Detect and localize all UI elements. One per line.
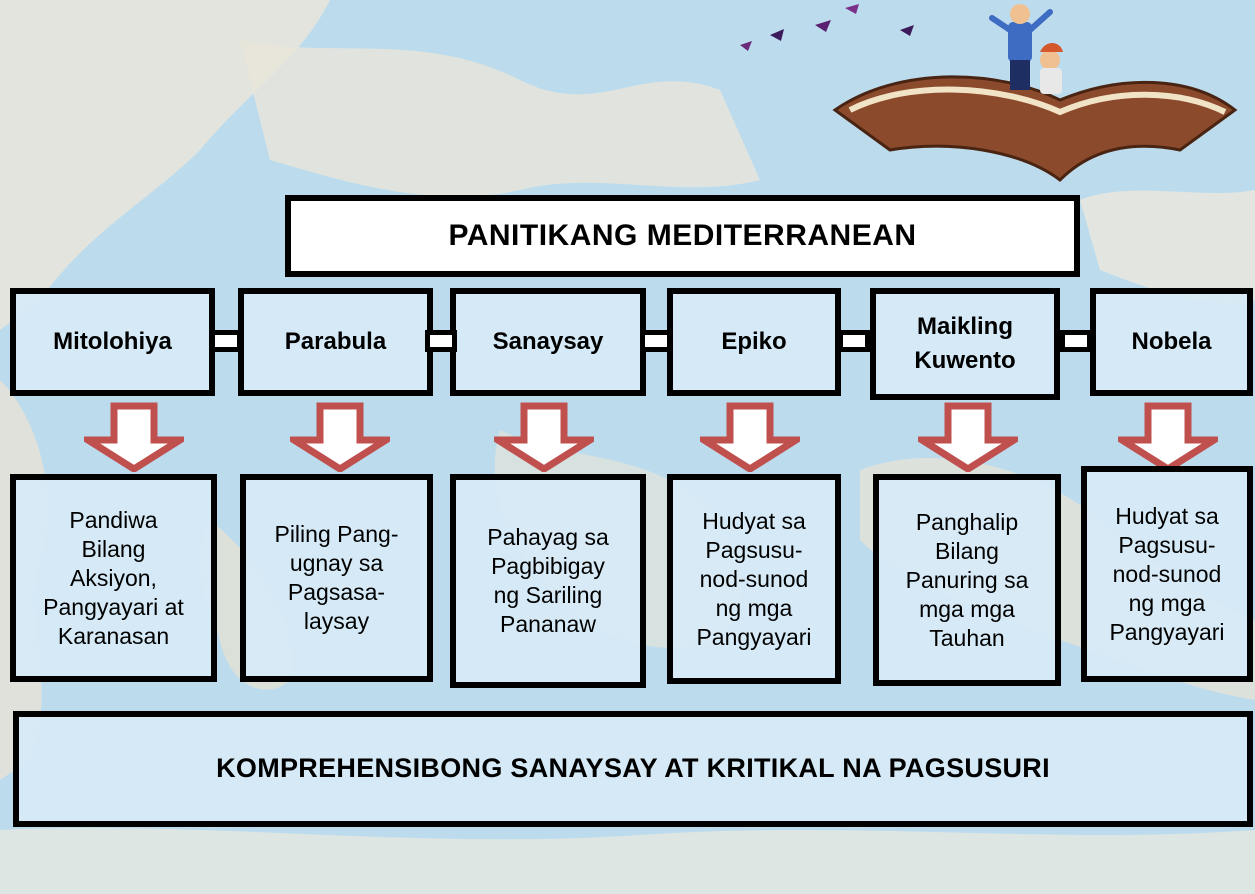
detail-line: Pangyayari at bbox=[43, 593, 184, 620]
down-arrow-icon bbox=[84, 402, 184, 472]
connector-1 bbox=[210, 330, 242, 352]
down-arrow-icon bbox=[918, 402, 1018, 472]
detail-line: Pahayag sa bbox=[487, 524, 609, 550]
flying-book-illustration bbox=[740, 4, 1238, 182]
detail-box-mitolohiya: Pandiwa Bilang Aksiyon, Pangyayari at Ka… bbox=[10, 474, 217, 682]
detail-line: laysay bbox=[303, 608, 370, 634]
category-box-nobela: Nobela bbox=[1090, 288, 1253, 396]
connector-3 bbox=[640, 330, 672, 352]
detail-line: Pangyayari bbox=[696, 623, 812, 650]
detail-text: Hudyat sa Pagsusu- nod-sunod ng mga Pang… bbox=[692, 507, 815, 652]
connector-4 bbox=[838, 330, 870, 352]
category-box-mitolohiya: Mitolohiya bbox=[10, 288, 215, 396]
summary-box: KOMPREHENSIBONG SANAYSAY AT KRITIKAL NA … bbox=[13, 711, 1253, 827]
detail-line: nod-sunod bbox=[1112, 560, 1222, 587]
detail-line: Panuring sa bbox=[905, 566, 1029, 593]
down-arrow-icon bbox=[494, 402, 594, 472]
detail-line: ng Sariling bbox=[493, 582, 603, 608]
detail-line: ng mga bbox=[715, 594, 793, 621]
category-label: Epiko bbox=[721, 328, 787, 355]
detail-line: ng mga bbox=[1128, 589, 1206, 616]
connector-2 bbox=[425, 330, 457, 352]
detail-line: Bilang bbox=[935, 537, 999, 564]
detail-text: Pahayag sa Pagbibigay ng Sariling Panana… bbox=[483, 523, 612, 639]
category-label: Parabula bbox=[284, 328, 387, 355]
down-arrow-icon bbox=[290, 402, 390, 472]
detail-line: Pangyayari bbox=[1109, 618, 1225, 645]
category-label: Maikling Kuwento bbox=[914, 313, 1016, 374]
down-arrow-icon bbox=[700, 402, 800, 472]
category-box-sanaysay: Sanaysay bbox=[450, 288, 646, 396]
detail-line: nod-sunod bbox=[699, 565, 809, 592]
detail-line: Aksiyon, bbox=[70, 564, 157, 591]
detail-line: Hudyat sa bbox=[1115, 502, 1219, 529]
category-label: Nobela bbox=[1131, 328, 1212, 355]
category-box-maikling-kuwento: Maikling Kuwento bbox=[870, 288, 1060, 400]
detail-box-epiko: Hudyat sa Pagsusu- nod-sunod ng mga Pang… bbox=[667, 474, 841, 684]
detail-text: Hudyat sa Pagsusu- nod-sunod ng mga Pang… bbox=[1105, 502, 1228, 647]
detail-text: Pandiwa Bilang Aksiyon, Pangyayari at Ka… bbox=[39, 506, 188, 651]
detail-line: Tauhan bbox=[929, 624, 1005, 651]
detail-line: mga mga bbox=[919, 595, 1015, 622]
category-label: Mitolohiya bbox=[53, 328, 172, 355]
detail-line: Hudyat sa bbox=[702, 507, 806, 534]
down-arrow-icon bbox=[1118, 402, 1218, 472]
detail-line: Pagsusu- bbox=[705, 536, 803, 563]
detail-line: Pandiwa bbox=[69, 506, 158, 533]
detail-box-sanaysay: Pahayag sa Pagbibigay ng Sariling Panana… bbox=[450, 474, 646, 688]
detail-box-maikling-kuwento: Panghalip Bilang Panuring sa mga mga Tau… bbox=[873, 474, 1061, 686]
detail-box-nobela: Hudyat sa Pagsusu- nod-sunod ng mga Pang… bbox=[1081, 466, 1253, 682]
detail-text: Panghalip Bilang Panuring sa mga mga Tau… bbox=[902, 508, 1033, 653]
category-box-epiko: Epiko bbox=[667, 288, 841, 396]
connector-5 bbox=[1060, 330, 1092, 352]
detail-line: Pananaw bbox=[500, 611, 596, 637]
detail-line: Karanasan bbox=[57, 622, 170, 649]
detail-line: Piling Pang- bbox=[274, 521, 399, 547]
detail-line: Pagsasa- bbox=[287, 579, 386, 605]
detail-line: Panghalip bbox=[915, 508, 1019, 535]
summary-label: KOMPREHENSIBONG SANAYSAY AT KRITIKAL NA … bbox=[216, 753, 1050, 783]
category-box-parabula: Parabula bbox=[238, 288, 433, 396]
detail-line: ugnay sa bbox=[289, 550, 384, 576]
detail-line: Pagbibigay bbox=[491, 553, 605, 579]
detail-text: Piling Pang- ugnay sa Pagsasa- laysay bbox=[270, 520, 402, 636]
detail-box-parabula: Piling Pang- ugnay sa Pagsasa- laysay bbox=[240, 474, 433, 682]
category-label: Sanaysay bbox=[492, 328, 604, 355]
diagram-title: PANITIKANG MEDITERRANEAN bbox=[285, 195, 1080, 277]
detail-line: Bilang bbox=[81, 535, 146, 562]
detail-line: Pagsusu- bbox=[1118, 531, 1216, 558]
